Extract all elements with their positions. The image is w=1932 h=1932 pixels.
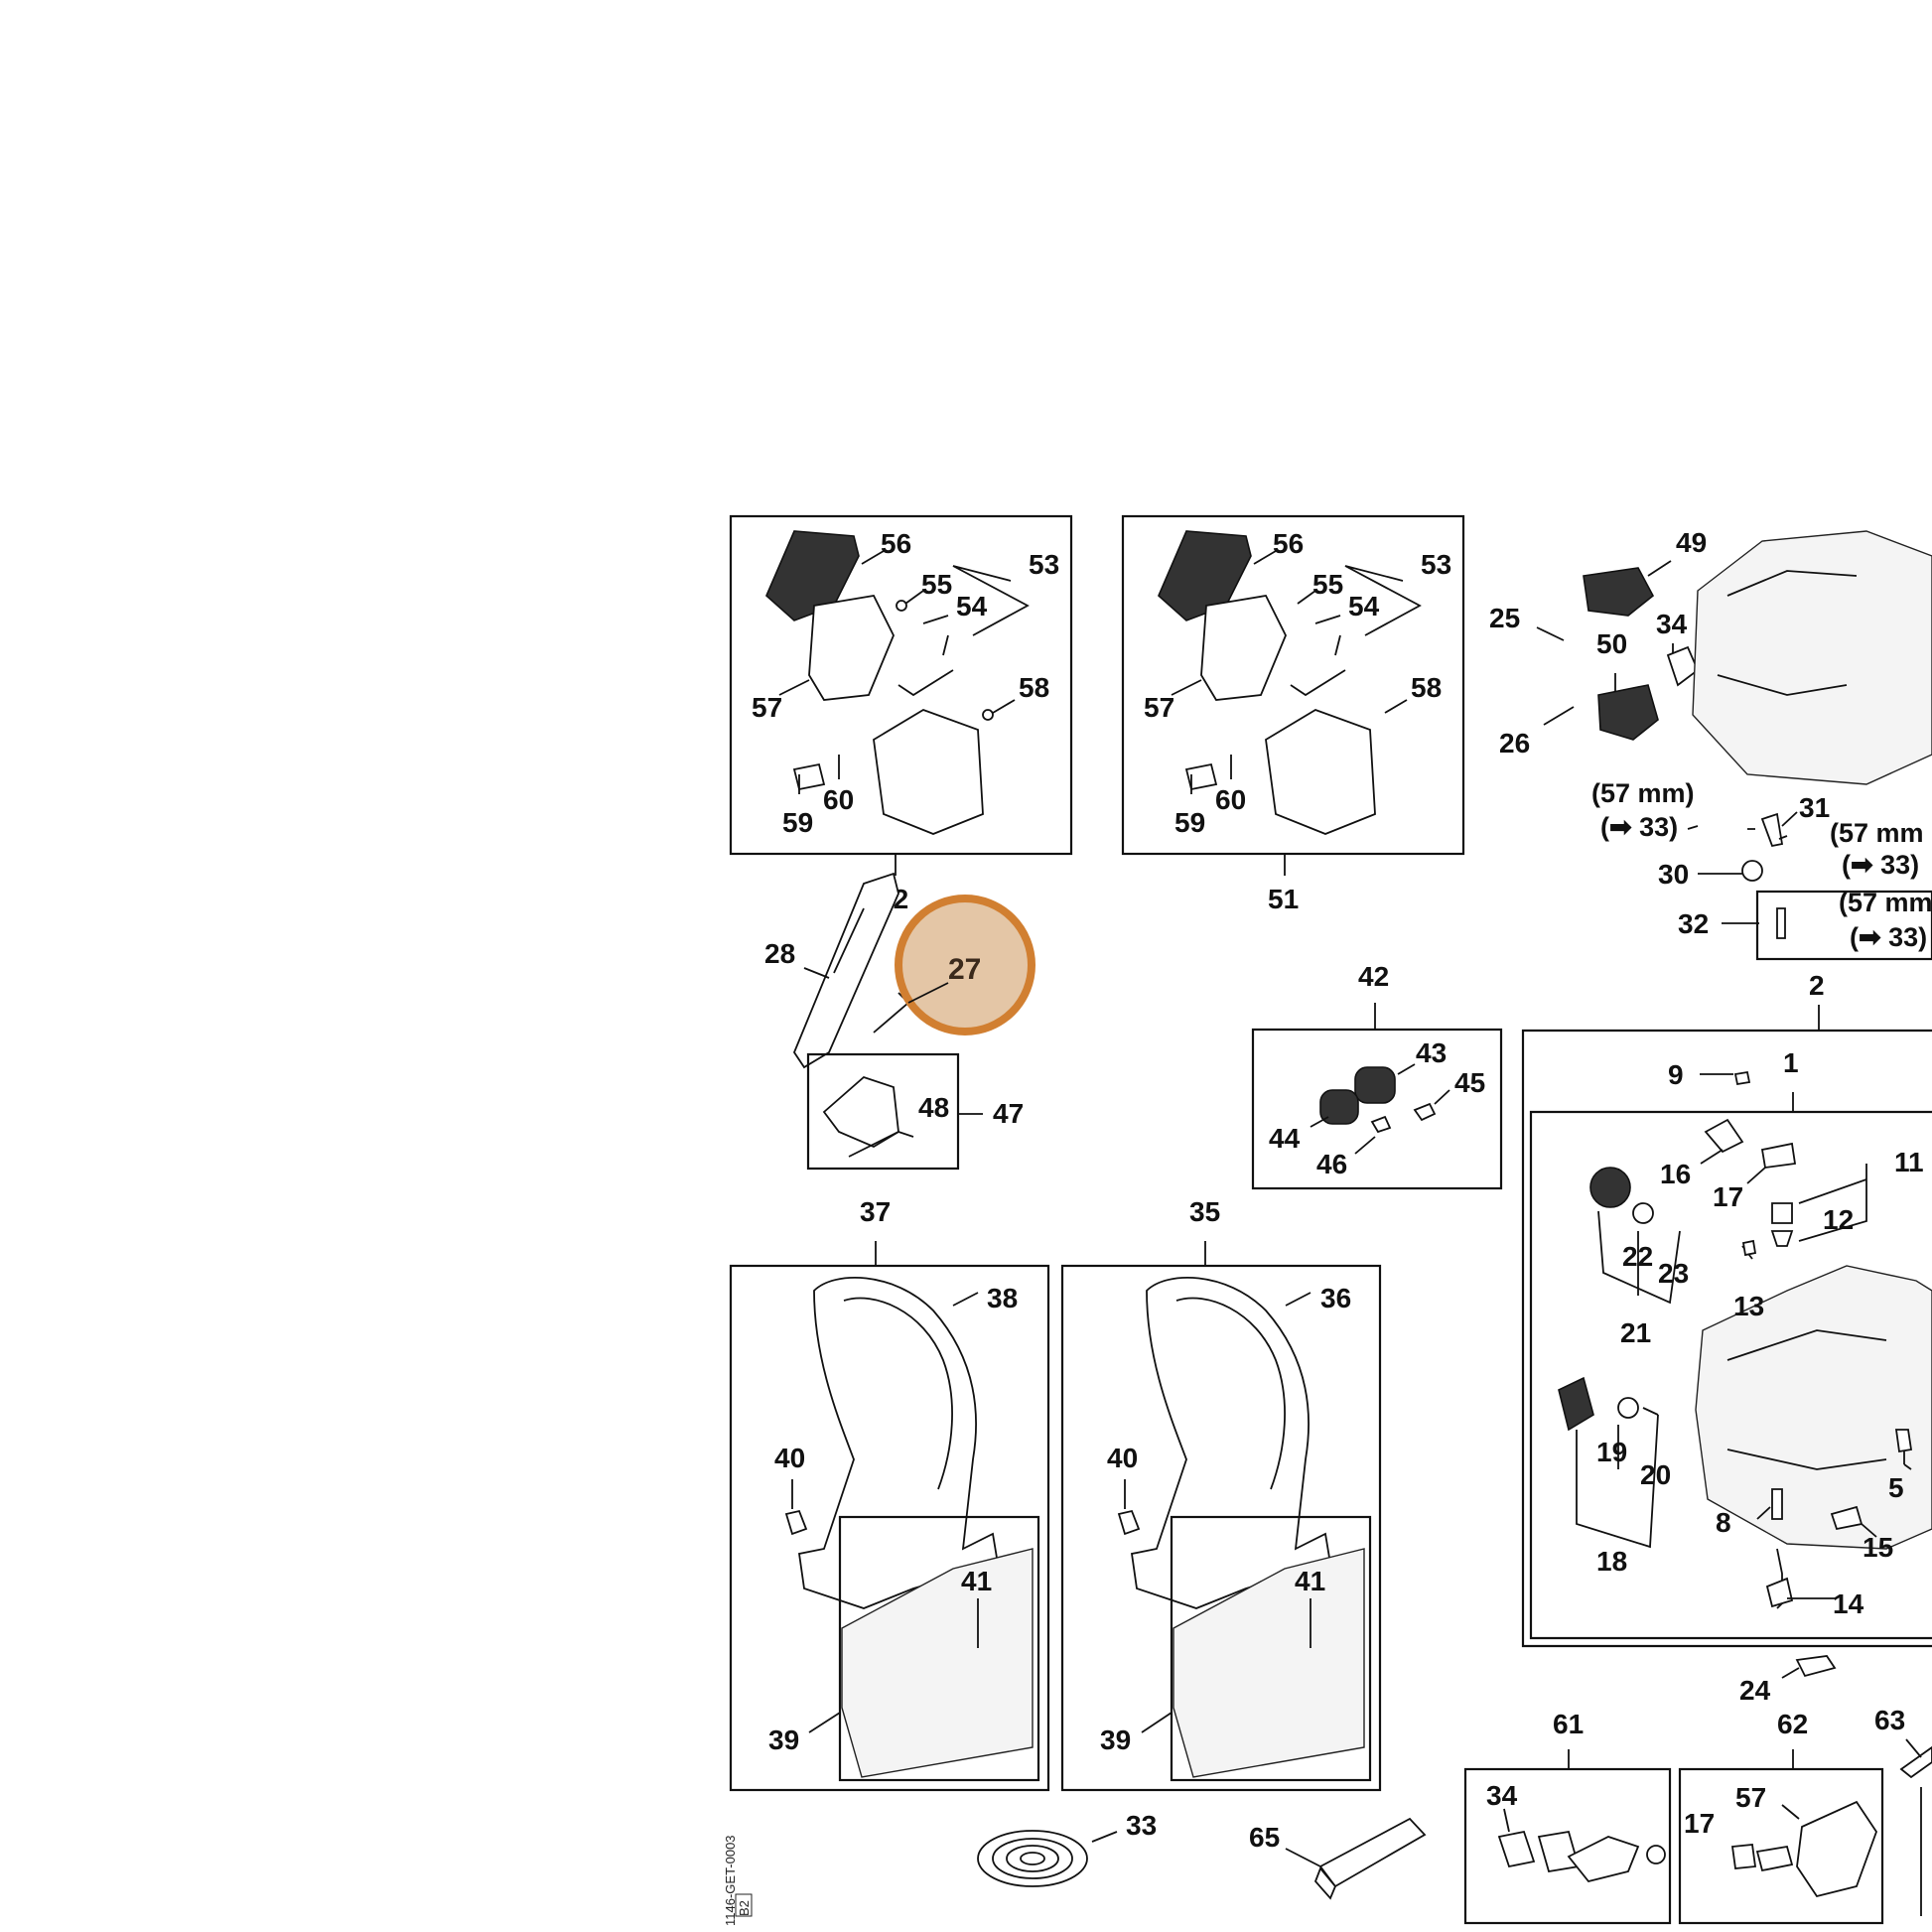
assembly-box-52[interactable] bbox=[729, 514, 1073, 876]
callout-41: 41 bbox=[961, 1566, 992, 1596]
group-61: 61 bbox=[1553, 1709, 1584, 1739]
group-63: 63 bbox=[1874, 1705, 1905, 1735]
group-42: 42 bbox=[1358, 961, 1389, 992]
callout-34: 34 bbox=[1656, 609, 1688, 639]
callout-45: 45 bbox=[1454, 1067, 1485, 1098]
part-65-hose[interactable] bbox=[1285, 1817, 1427, 1900]
callout-21: 21 bbox=[1620, 1317, 1651, 1348]
callout-5: 5 bbox=[1888, 1472, 1904, 1503]
note-33-1: (➡ 33) bbox=[1600, 812, 1678, 842]
callout-24: 24 bbox=[1739, 1675, 1771, 1706]
group-47: 47 bbox=[993, 1098, 1024, 1129]
callout-31: 31 bbox=[1799, 792, 1830, 823]
callout-17: 17 bbox=[1713, 1181, 1743, 1212]
group-37: 37 bbox=[860, 1196, 891, 1227]
callout-9: 9 bbox=[1668, 1059, 1684, 1090]
note-33-2: (➡ 33) bbox=[1842, 850, 1919, 880]
callout-25: 25 bbox=[1489, 603, 1520, 633]
callout-23: 23 bbox=[1658, 1258, 1689, 1289]
callout-56b: 56 bbox=[1273, 528, 1304, 559]
callout-55: 55 bbox=[921, 569, 952, 600]
callout-46: 46 bbox=[1316, 1149, 1347, 1179]
callout-20: 20 bbox=[1640, 1459, 1671, 1490]
callout-12: 12 bbox=[1823, 1204, 1854, 1235]
callout-57c: 57 bbox=[1735, 1782, 1766, 1813]
callout-32: 32 bbox=[1678, 908, 1709, 939]
note-57mm-3: (57 mm bbox=[1839, 888, 1932, 917]
callout-39: 39 bbox=[768, 1725, 799, 1755]
callout-43: 43 bbox=[1416, 1037, 1447, 1068]
callout-19: 19 bbox=[1596, 1437, 1627, 1467]
callout-55b: 55 bbox=[1312, 569, 1343, 600]
callout-58: 58 bbox=[1019, 672, 1049, 703]
doc-code-box: B2 bbox=[737, 1900, 752, 1916]
note-57mm-2: (57 mm bbox=[1830, 818, 1924, 848]
callout-33: 33 bbox=[1126, 1810, 1157, 1841]
assembly-box-47[interactable] bbox=[806, 1052, 983, 1171]
callout-58b: 58 bbox=[1411, 672, 1442, 703]
callout-54b: 54 bbox=[1348, 591, 1380, 621]
callout-38: 38 bbox=[987, 1283, 1018, 1313]
note-33-3: (➡ 33) bbox=[1850, 922, 1927, 952]
callout-15: 15 bbox=[1863, 1532, 1893, 1563]
callout-40: 40 bbox=[774, 1443, 805, 1473]
callout-65: 65 bbox=[1249, 1822, 1280, 1853]
callout-59b: 59 bbox=[1174, 807, 1205, 838]
carburetor-group[interactable] bbox=[1536, 530, 1932, 961]
callout-17b: 17 bbox=[1684, 1808, 1715, 1839]
part-33-spiral[interactable] bbox=[977, 1830, 1118, 1887]
group-62: 62 bbox=[1777, 1709, 1808, 1739]
callout-30: 30 bbox=[1658, 859, 1689, 890]
callout-53b: 53 bbox=[1421, 549, 1451, 580]
document-code: 1146-GET-0003 B2 bbox=[723, 1835, 753, 1926]
doc-code-text: 1146-GET-0003 bbox=[723, 1835, 738, 1926]
callout-44: 44 bbox=[1269, 1123, 1301, 1154]
assembly-box-51[interactable] bbox=[1121, 514, 1465, 876]
callout-60: 60 bbox=[823, 784, 854, 815]
callout-22: 22 bbox=[1622, 1241, 1653, 1272]
callout-40b: 40 bbox=[1107, 1443, 1138, 1473]
callout-60b: 60 bbox=[1215, 784, 1246, 815]
assembly-box-37[interactable] bbox=[729, 1241, 1050, 1792]
assembly-box-42[interactable] bbox=[1251, 1003, 1503, 1190]
callout-59: 59 bbox=[782, 807, 813, 838]
callout-18: 18 bbox=[1596, 1546, 1627, 1577]
assembly-box-2[interactable] bbox=[1521, 1005, 1932, 1648]
callout-16: 16 bbox=[1660, 1159, 1691, 1189]
part-28-handle[interactable] bbox=[792, 872, 910, 1069]
callout-28: 28 bbox=[764, 938, 795, 969]
callout-49: 49 bbox=[1676, 527, 1707, 558]
group-2: 2 bbox=[1809, 970, 1825, 1001]
note-57mm-1: (57 mm) bbox=[1591, 778, 1695, 808]
callout-41b: 41 bbox=[1295, 1566, 1325, 1596]
assembly-box-35[interactable] bbox=[1060, 1241, 1382, 1792]
assembly-box-61[interactable] bbox=[1463, 1749, 1672, 1925]
highlight-callout-27[interactable]: 27 bbox=[895, 895, 1035, 1035]
part-24[interactable] bbox=[1781, 1655, 1837, 1679]
callout-56: 56 bbox=[881, 528, 911, 559]
callout-54: 54 bbox=[956, 591, 988, 621]
assembly-box-62[interactable] bbox=[1678, 1749, 1884, 1925]
callout-48: 48 bbox=[918, 1092, 949, 1123]
callout-11: 11 bbox=[1894, 1147, 1924, 1177]
callout-36: 36 bbox=[1320, 1283, 1351, 1313]
group-1: 1 bbox=[1783, 1047, 1799, 1078]
callout-53: 53 bbox=[1029, 549, 1059, 580]
callout-50: 50 bbox=[1596, 628, 1627, 659]
callout-57: 57 bbox=[752, 692, 782, 723]
callout-57b: 57 bbox=[1144, 692, 1174, 723]
callout-26: 26 bbox=[1499, 728, 1530, 759]
callout-13: 13 bbox=[1733, 1291, 1764, 1321]
part-63-tool[interactable] bbox=[1899, 1738, 1932, 1916]
callout-34b: 34 bbox=[1486, 1780, 1518, 1811]
callout-14: 14 bbox=[1833, 1588, 1864, 1619]
group-35: 35 bbox=[1189, 1196, 1220, 1227]
callout-8: 8 bbox=[1716, 1507, 1731, 1538]
callout-39b: 39 bbox=[1100, 1725, 1131, 1755]
group-51: 51 bbox=[1268, 884, 1299, 914]
callout-27: 27 bbox=[948, 953, 981, 986]
